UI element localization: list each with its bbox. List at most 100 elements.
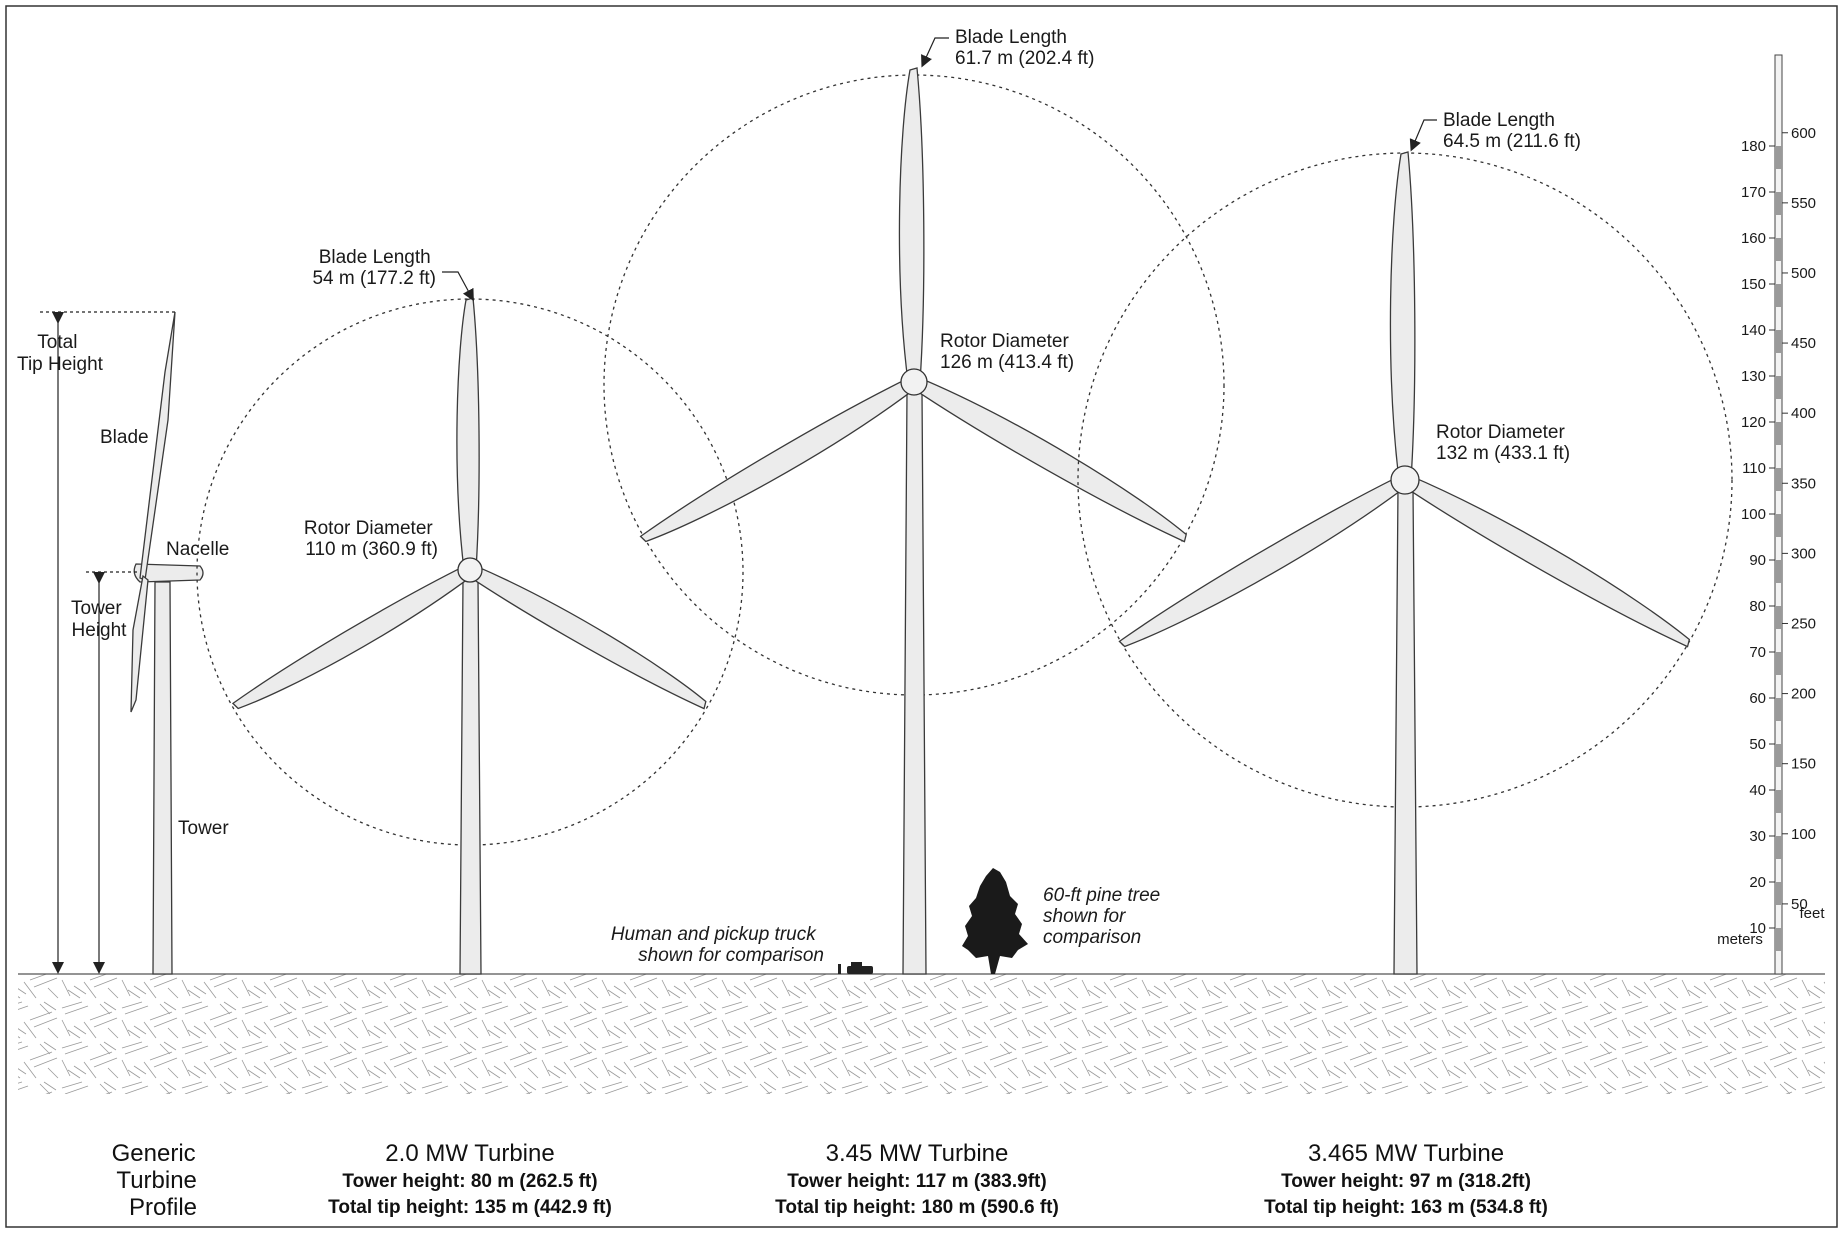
feet-tick-label: 100 — [1791, 826, 1816, 843]
scale-band — [1775, 468, 1782, 491]
scale-band — [1775, 744, 1782, 767]
scale-band — [1775, 652, 1782, 675]
hub — [457, 557, 483, 583]
hub — [900, 368, 928, 396]
feet-tick-label: 300 — [1791, 545, 1816, 562]
feet-tick-label: 250 — [1791, 615, 1816, 632]
human-truck-comparison: Human and pickup truck shown for compari… — [611, 924, 873, 974]
meters-tick-label: 150 — [1741, 276, 1766, 293]
blade-length-leader — [1409, 119, 1437, 152]
meters-tick-label: 40 — [1749, 782, 1766, 799]
generic-turbine-profile: Total Tip Height Blade Nacelle Tower Hei… — [17, 311, 229, 975]
blade-length-label: Blade Length 54 m (177.2 ft) — [312, 247, 436, 289]
scale-band — [1775, 560, 1782, 583]
meters-tick-label: 130 — [1741, 368, 1766, 385]
frame-border — [5, 5, 1838, 1228]
turbine-tower — [1393, 487, 1418, 975]
human-icon — [838, 964, 841, 974]
generic-tower — [152, 581, 173, 975]
rotor — [639, 67, 1187, 543]
turbine-3-465mw-tower-height: Tower height: 97 m (318.2ft) — [1281, 1171, 1531, 1192]
meters-tick-label: 60 — [1749, 690, 1766, 707]
blade-length-label: Blade Length 61.7 m (202.4 ft) — [955, 27, 1094, 69]
scale-band — [1775, 928, 1782, 951]
rotor-diameter-label: Rotor Diameter 126 m (413.4 ft) — [940, 331, 1074, 373]
pine-tree-icon — [962, 868, 1028, 974]
feet-tick-label: 600 — [1791, 125, 1816, 142]
label-nacelle: Nacelle — [166, 539, 229, 560]
meters-tick-label: 180 — [1741, 138, 1766, 155]
rotor-diameter-label: Rotor Diameter 110 m (360.9 ft) — [304, 518, 438, 560]
blade — [1401, 473, 1691, 648]
meters-tick-label: 30 — [1749, 828, 1766, 845]
blade-length-leader — [921, 37, 949, 68]
turbine-tower — [902, 391, 927, 975]
feet-tick-label: 200 — [1791, 686, 1816, 703]
rotor-diameter-label: Rotor Diameter 132 m (433.1 ft) — [1436, 422, 1570, 464]
label-tower-height: Tower Height — [71, 598, 127, 641]
meters-tick-label: 20 — [1749, 874, 1766, 891]
generic-profile-caption: Generic Turbine Profile — [112, 1140, 204, 1221]
meters-tick-label: 10 — [1749, 920, 1766, 937]
scale-band — [1775, 836, 1782, 859]
scale-band — [1775, 698, 1782, 721]
meters-tick-label: 170 — [1741, 184, 1766, 201]
generic-blade-lower — [130, 574, 149, 713]
meters-tick-label: 70 — [1749, 644, 1766, 661]
generic-nacelle — [133, 563, 204, 583]
blade — [1389, 151, 1416, 481]
feet-tick-label: 500 — [1791, 265, 1816, 282]
label-total-tip-height: Total Tip Height — [17, 332, 104, 375]
blade — [639, 375, 918, 543]
turbine-2mw-tip-height: Total tip height: 135 m (442.9 ft) — [328, 1197, 612, 1218]
turbine-3-465mw: Blade Length 64.5 m (211.6 ft) Rotor Dia… — [1077, 110, 1733, 975]
turbine-2mw: Blade Length 54 m (177.2 ft) Rotor Diame… — [196, 247, 744, 975]
scale-marks: 1020304050607080901001101201301401501601… — [1741, 125, 1816, 951]
blade — [456, 297, 480, 571]
rotor — [231, 297, 707, 710]
blade — [231, 563, 474, 710]
feet-tick-label: 400 — [1791, 405, 1816, 422]
scale-band — [1775, 284, 1782, 307]
feet-tick-label: 150 — [1791, 756, 1816, 773]
pine-tree-caption: 60-ft pine tree shown for comparison — [1043, 885, 1166, 948]
feet-tick-label: 50 — [1791, 896, 1808, 913]
scale-band — [1775, 422, 1782, 445]
rotor — [1118, 151, 1691, 648]
rotor-sweep-circle — [603, 74, 1225, 696]
ground-hatch — [18, 974, 1825, 1094]
height-scale: 1020304050607080901001101201301401501601… — [1717, 54, 1825, 975]
feet-tick-label: 550 — [1791, 195, 1816, 212]
blade — [898, 67, 925, 383]
hub — [1390, 465, 1420, 495]
captions: Generic Turbine Profile 2.0 MW Turbine T… — [112, 1140, 1548, 1221]
blade — [910, 375, 1187, 543]
scale-band — [1775, 238, 1782, 261]
scale-band — [1775, 514, 1782, 537]
turbine-3-45mw-tip-height: Total tip height: 180 m (590.6 ft) — [775, 1197, 1059, 1218]
turbine-3-45mw: Blade Length 61.7 m (202.4 ft) Rotor Dia… — [603, 27, 1225, 975]
blade — [466, 563, 707, 710]
meters-tick-label: 110 — [1742, 460, 1766, 477]
blade-length-leader — [442, 271, 474, 302]
turbine-3-45mw-title: 3.45 MW Turbine — [826, 1140, 1009, 1167]
pine-tree-comparison: 60-ft pine tree shown for comparison — [962, 868, 1166, 974]
feet-tick-label: 350 — [1791, 475, 1816, 492]
human-truck-caption: Human and pickup truck shown for compari… — [611, 924, 824, 966]
turbine-3-45mw-tower-height: Tower height: 117 m (383.9ft) — [787, 1171, 1046, 1192]
meters-unit-label: meters — [1717, 931, 1763, 948]
feet-unit-label: feet — [1799, 905, 1825, 922]
feet-tick-label: 450 — [1791, 335, 1816, 352]
turbine-tower — [459, 579, 482, 975]
label-tower: Tower — [178, 818, 229, 839]
meters-tick-label: 140 — [1741, 322, 1766, 339]
meters-tick-label: 50 — [1749, 736, 1766, 753]
label-blade: Blade — [100, 427, 149, 448]
scale-band — [1775, 376, 1782, 399]
meters-tick-label: 80 — [1749, 598, 1766, 615]
scale-band — [1775, 146, 1782, 169]
scale-band — [1775, 882, 1782, 905]
scale-band — [1775, 606, 1782, 629]
blade — [1118, 473, 1409, 648]
